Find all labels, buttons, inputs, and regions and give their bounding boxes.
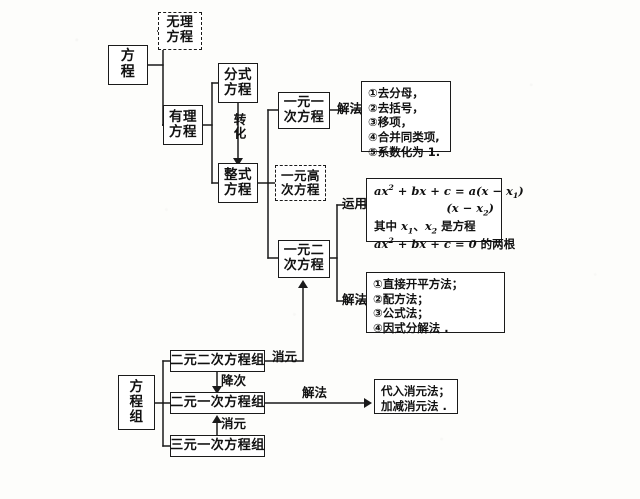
node-sys-2v1d-label: 二元一次方程组 <box>170 394 265 410</box>
edge-label-method-quadratic: 解法 <box>342 292 368 307</box>
node-higher-one-line1: 一元高 <box>280 168 320 183</box>
node-equation-system[interactable]: 方 程 组 <box>118 375 155 430</box>
node-system-line2: 程 <box>129 393 144 410</box>
formula-line-3: 其中 x1、x2 是方程 <box>374 218 476 236</box>
node-higher-degree-one-variable[interactable]: 一元高 次方程 <box>275 165 326 201</box>
node-irrational-equation[interactable]: 无理 方程 <box>158 12 202 50</box>
edge-label-method-linear: 解法 <box>337 101 363 116</box>
formula-line-2: (x − x2) <box>446 201 494 218</box>
node-integral-line2: 方程 <box>224 182 252 198</box>
node-system-line3: 组 <box>129 409 144 426</box>
node-fractional-line1: 分式 <box>224 66 252 83</box>
linear-step-2: ②去括号， <box>368 100 424 115</box>
node-system-line1: 方 <box>129 378 144 395</box>
node-system-two-var-quadratic[interactable]: 二元二次方程组 <box>170 350 265 372</box>
edge-label-eliminate-down: 消元 <box>221 416 247 431</box>
linear-step-3: ③移项， <box>368 115 413 130</box>
node-sys-3v1d-label: 三元一次方程组 <box>170 437 265 453</box>
edge-label-apply: 运用 <box>342 196 368 211</box>
quadratic-method-2: ②配方法； <box>373 291 429 306</box>
node-system-three-var-linear[interactable]: 三元一次方程组 <box>170 435 265 457</box>
node-equation[interactable]: 方 程 <box>108 45 148 85</box>
edge-label-eliminate-to-quadratic: 消元 <box>272 349 298 364</box>
node-rational-line2: 方程 <box>169 124 197 140</box>
quadratic-method-1: ①直接开平方法； <box>373 277 464 291</box>
node-irrational-line2: 方程 <box>166 30 194 45</box>
node-rational-equation[interactable]: 有理 方程 <box>163 105 203 145</box>
factorization-formula-box[interactable]: ax2 + bx + c = a(x − x1) (x − x2) 其中 x1、… <box>366 178 524 251</box>
node-integral-line1: 整式 <box>224 166 252 183</box>
linear-step-1: ①去分母， <box>368 86 424 100</box>
node-fractional-equation[interactable]: 分式 方程 <box>218 63 258 103</box>
edge-label-method-system: 解法 <box>302 385 328 400</box>
formula-line-4: ax2 + bx + c = 0 的两根 <box>374 236 516 252</box>
quadratic-solution-methods-box[interactable]: ①直接开平方法； ②配方法； ③公式法； ④因式分解法 . <box>366 272 505 336</box>
quadratic-method-4: ④因式分解法 . <box>373 321 449 336</box>
system-method-1: 代入消元法； <box>381 384 450 398</box>
node-quadratic-one-variable[interactable]: 一元二 次方程 <box>278 240 330 278</box>
linear-solution-steps-box[interactable]: ①去分母， ②去括号， ③移项， ④合并同类项, ⑤系数化为 1. <box>361 81 451 159</box>
system-method-2: 加减消元法 . <box>381 398 447 413</box>
edge-label-reduce-degree: 降次 <box>221 373 247 388</box>
quadratic-method-3: ③公式法； <box>373 306 429 321</box>
node-fractional-line2: 方程 <box>224 82 252 98</box>
edge-label-transform: 转化 <box>231 113 247 140</box>
node-system-two-var-linear[interactable]: 二元一次方程组 <box>170 392 265 414</box>
node-sys-2v2d-label: 二元二次方程组 <box>170 352 265 368</box>
node-equation-line2: 程 <box>120 64 136 80</box>
node-quadratic-one-line1: 一元二 <box>283 243 325 259</box>
node-integral-equation[interactable]: 整式 方程 <box>218 163 258 203</box>
node-linear-one-line2: 次方程 <box>283 109 325 125</box>
node-equation-line1: 方 <box>120 48 136 65</box>
node-linear-one-variable[interactable]: 一元一 次方程 <box>278 92 330 129</box>
node-rational-line1: 有理 <box>169 108 197 125</box>
node-irrational-line1: 无理 <box>166 15 194 31</box>
system-solution-methods-box[interactable]: 代入消元法； 加减消元法 . <box>374 379 458 414</box>
linear-step-4: ④合并同类项, <box>368 130 440 145</box>
node-linear-one-line1: 一元一 <box>283 94 325 110</box>
node-quadratic-one-line2: 次方程 <box>283 258 325 273</box>
linear-step-5: ⑤系数化为 1. <box>368 144 441 159</box>
formula-line-1: ax2 + bx + c = a(x − x1) <box>374 183 524 201</box>
node-higher-one-line2: 次方程 <box>280 182 320 197</box>
